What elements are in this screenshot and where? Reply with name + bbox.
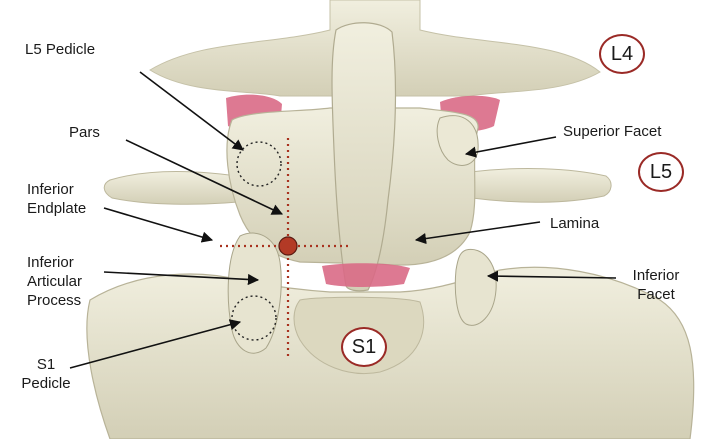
inferior-endplate-line-2: Endplate [27, 199, 86, 218]
l5-pedicle-label: L5 Pedicle [25, 40, 95, 59]
l4-badge: L4 [599, 34, 645, 74]
s1-pedicle-line-1: S1 [8, 355, 84, 374]
iap-line-1: Inferior [27, 253, 82, 272]
inferior-facet-line-2: Facet [618, 285, 694, 304]
s1-pedicle-label: S1 Pedicle [8, 355, 84, 393]
inferior-endplate-line-1: Inferior [27, 180, 86, 199]
s1-pedicle-line-2: Pedicle [8, 374, 84, 393]
lamina-label: Lamina [550, 214, 599, 233]
s1-badge: S1 [341, 327, 387, 367]
inferior-endplate-arrow [104, 208, 212, 240]
inferior-endplate-label: Inferior Endplate [27, 180, 86, 218]
inferior-facet-label: Inferior Facet [618, 266, 694, 304]
superior-facet-label: Superior Facet [563, 122, 661, 141]
l5-badge: L5 [638, 152, 684, 192]
iap-line-3: Process [27, 291, 82, 310]
pars-label: Pars [69, 123, 100, 142]
entry-point-marker [279, 237, 297, 255]
superior-facet-arrow [466, 137, 556, 154]
disc-l5-s1 [322, 263, 410, 287]
iap-line-2: Articular [27, 272, 82, 291]
l5-right-transverse-process [470, 169, 611, 203]
inferior-articular-process-label: Inferior Articular Process [27, 253, 82, 310]
inferior-facet-line-1: Inferior [618, 266, 694, 285]
